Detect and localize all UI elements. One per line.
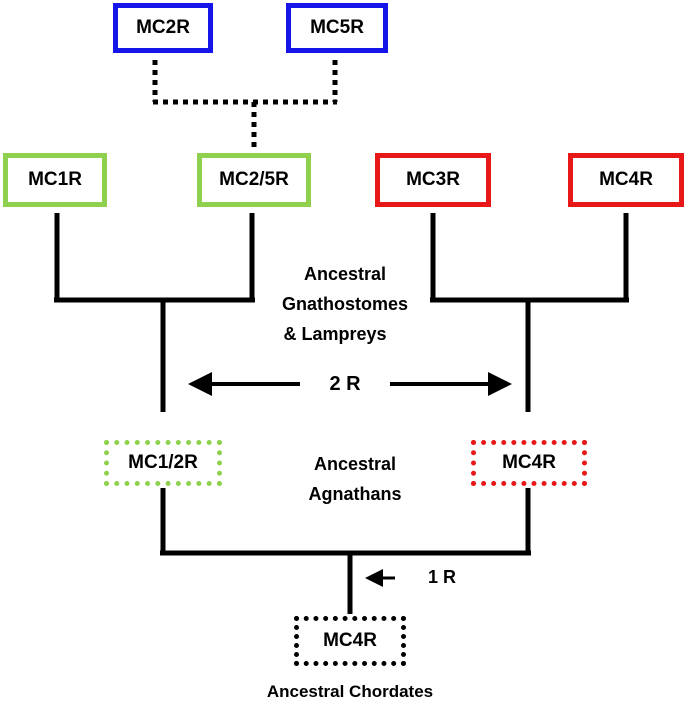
node-mc4r-chordate: MC4R (294, 616, 406, 666)
node-mc2-5r: MC2/5R (197, 153, 311, 207)
label-duplication-2r: 2 R (329, 373, 361, 395)
label-duplication-1r: 1 R (427, 567, 456, 587)
agnathan-clade-branches (160, 488, 531, 614)
node-mc1r: MC1R (3, 153, 107, 207)
mc2r-mc5r-dotted-connector (152, 60, 338, 150)
label-gnathostomes-line1: Ancestral (303, 264, 387, 284)
left-clade-branches (54, 213, 255, 412)
node-mc2r: MC2R (113, 3, 213, 53)
right-clade-branches (430, 213, 629, 412)
label-ancestral-chordates: Ancestral Chordates (266, 682, 434, 701)
node-mc1-2r-ancestral: MC1/2R (104, 440, 222, 486)
label-gnathostomes-line3: & Lampreys (283, 324, 387, 344)
node-mc4r: MC4R (568, 153, 684, 207)
node-mc3r: MC3R (375, 153, 491, 207)
node-mc4r-ancestral: MC4R (471, 440, 587, 486)
label-gnathostomes-line2: Gnathostomes (281, 294, 409, 314)
label-agnathans-line1: Ancestral (313, 454, 397, 474)
label-agnathans-line2: Agnathans (308, 484, 402, 504)
node-mc5r: MC5R (286, 3, 388, 53)
